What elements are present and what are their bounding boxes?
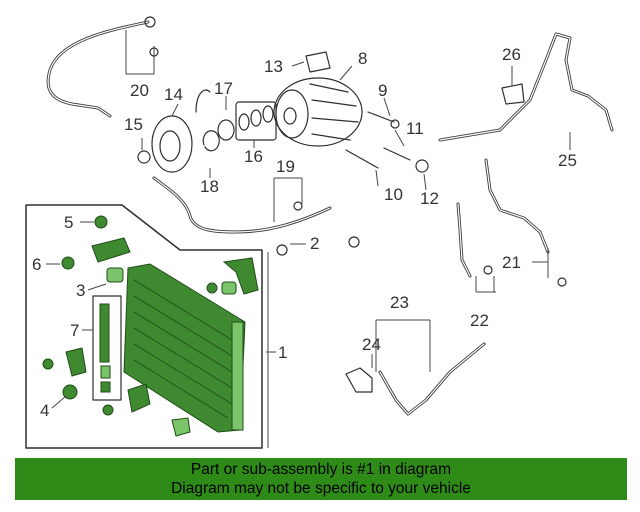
- callout-20[interactable]: 20: [130, 81, 149, 100]
- oring-22[interactable]: [483, 265, 493, 275]
- bolt-head-9: [390, 119, 400, 129]
- callout-17[interactable]: 17: [214, 79, 233, 98]
- bracket-26[interactable]: [501, 83, 525, 105]
- bolt-2[interactable]: [276, 244, 288, 256]
- compressor-group[interactable]: [137, 51, 429, 256]
- nut-12[interactable]: [415, 159, 429, 173]
- hose-20-fitting: [144, 16, 156, 28]
- condenser-assembly-group[interactable]: [25, 204, 263, 449]
- callout-25[interactable]: 25: [558, 151, 577, 170]
- notice-line-1: Part or sub-assembly is #1 in diagram: [190, 461, 452, 478]
- drier-plug[interactable]: [100, 381, 111, 393]
- stud-11[interactable]: [383, 147, 411, 161]
- drier-cap[interactable]: [100, 365, 111, 379]
- bracket-13[interactable]: [305, 51, 331, 73]
- pipe-25[interactable]: [438, 32, 614, 142]
- clutch-pulley-inner: [159, 130, 181, 162]
- callout-4[interactable]: 4: [40, 401, 49, 420]
- parts-diagram: 1 2 3 4 5 6 7 8 9 10 11 12 13 14 15 16 1…: [25, 16, 614, 449]
- compressor-front: [275, 89, 309, 139]
- hose-19[interactable]: [152, 176, 332, 234]
- callout-15[interactable]: 15: [124, 115, 143, 134]
- callout-8[interactable]: 8: [358, 49, 367, 68]
- bolt-9[interactable]: [367, 111, 395, 123]
- callout-1[interactable]: 1: [278, 343, 287, 362]
- bolt-lower[interactable]: [102, 404, 114, 416]
- notice-banner: Part or sub-assembly is #1 in diagram Di…: [15, 458, 627, 500]
- compressor-ribs: [309, 83, 359, 141]
- compressor-body[interactable]: [273, 77, 363, 147]
- callout-5[interactable]: 5: [64, 213, 73, 232]
- stud-10[interactable]: [345, 149, 379, 169]
- oring-16a[interactable]: [217, 119, 235, 141]
- cushion-3[interactable]: [106, 267, 124, 283]
- wire-17[interactable]: [195, 89, 211, 113]
- callout-21[interactable]: 21: [502, 253, 521, 272]
- right-upper-bracket[interactable]: [222, 257, 259, 295]
- bolt-2b[interactable]: [348, 236, 360, 248]
- callout-12[interactable]: 12: [420, 189, 439, 208]
- valve-24[interactable]: [345, 367, 373, 393]
- condenser-side-tank: [231, 321, 244, 431]
- oring-16b[interactable]: [238, 113, 250, 131]
- callout-10[interactable]: 10: [384, 185, 403, 204]
- upper-bracket[interactable]: [91, 237, 131, 263]
- oring-kit-box: [235, 101, 277, 141]
- oring-16d[interactable]: [262, 105, 274, 123]
- lower-left-bracket[interactable]: [65, 347, 87, 377]
- callout-3[interactable]: 3: [76, 281, 85, 300]
- callout-26[interactable]: 26: [502, 45, 521, 64]
- bolt-5[interactable]: [94, 215, 108, 229]
- pipe-21[interactable]: [484, 158, 550, 254]
- bolt-right[interactable]: [206, 282, 218, 294]
- callout-24[interactable]: 24: [362, 335, 381, 354]
- callout-labels: 1 2 3 4 5 6 7 8 9 10 11 12 13 14 15 16 1…: [32, 45, 577, 420]
- condenser-fins: [133, 279, 233, 419]
- oring-21[interactable]: [557, 277, 567, 287]
- callout-2[interactable]: 2: [310, 234, 319, 253]
- drier-tube[interactable]: [99, 303, 110, 363]
- callout-18[interactable]: 18: [200, 177, 219, 196]
- callout-6[interactable]: 6: [32, 255, 41, 274]
- small-bolt-left[interactable]: [42, 358, 54, 370]
- compressor-hub: [283, 107, 297, 125]
- callout-11[interactable]: 11: [406, 119, 424, 138]
- cushion-right[interactable]: [221, 281, 237, 295]
- pipe-23[interactable]: [378, 342, 486, 416]
- clutch-pulley[interactable]: [151, 115, 193, 173]
- callout-14[interactable]: 14: [164, 85, 183, 104]
- leader-lines: [46, 30, 571, 448]
- mount-4[interactable]: [62, 384, 78, 400]
- hoses-group: [46, 16, 614, 416]
- oring-16c[interactable]: [250, 109, 262, 127]
- lower-bracket[interactable]: [127, 383, 151, 413]
- callout-9[interactable]: 9: [378, 81, 387, 100]
- oring-19[interactable]: [293, 201, 303, 211]
- notice-line-2: Diagram may not be specific to your vehi…: [171, 480, 471, 497]
- callout-16[interactable]: 16: [244, 147, 263, 166]
- callout-19[interactable]: 19: [276, 157, 295, 176]
- snap-ring-18[interactable]: [202, 130, 220, 152]
- drier-frame: [92, 295, 122, 401]
- callout-23[interactable]: 23: [390, 293, 409, 312]
- condenser-assembly-outline: [25, 204, 263, 449]
- bolt-6[interactable]: [61, 256, 75, 270]
- callout-7[interactable]: 7: [70, 321, 79, 340]
- callout-13[interactable]: 13: [264, 57, 283, 76]
- clutch-nut-15[interactable]: [137, 150, 151, 164]
- callout-22[interactable]: 22: [470, 311, 489, 330]
- bottom-grommet[interactable]: [171, 417, 191, 437]
